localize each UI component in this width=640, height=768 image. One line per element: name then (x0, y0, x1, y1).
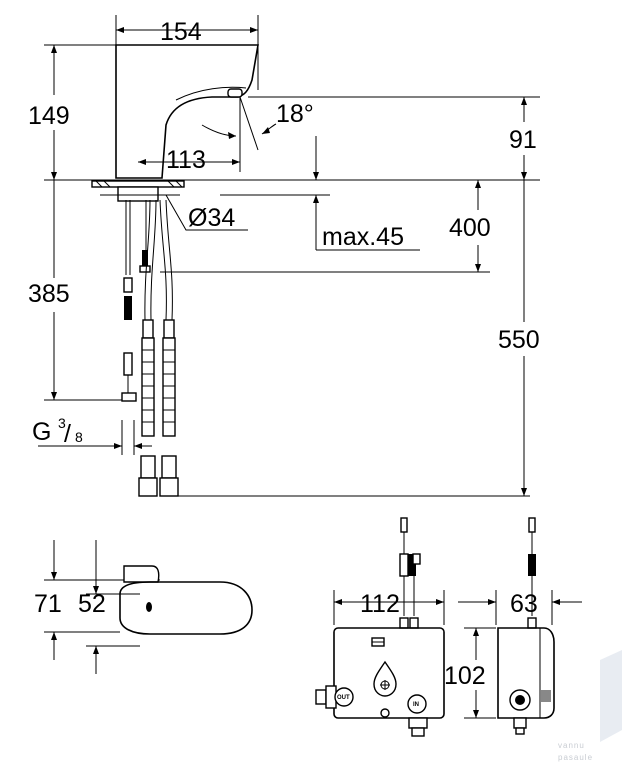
port-out (334, 687, 354, 707)
port-out-label: OUT (337, 695, 350, 701)
dim-angle-18: 18° (276, 100, 314, 128)
dim-52: 52 (78, 590, 106, 618)
thread-numerator: 3 (58, 415, 66, 431)
dim-diameter-34: Ø34 (188, 204, 235, 232)
dim-71: 71 (34, 590, 62, 618)
dim-149: 149 (28, 102, 70, 130)
watermark: vannu pasaule (558, 650, 622, 762)
faucet-front-view: 71 52 (34, 540, 253, 674)
dim-91: 91 (509, 126, 537, 154)
dim-385: 385 (28, 280, 70, 308)
svg-text:/: / (64, 420, 71, 448)
supply-hoses (121, 199, 179, 497)
control-box-side: 63 102 (444, 517, 582, 735)
control-box-front: 112 OUT IN (315, 517, 445, 737)
control-box-body (333, 627, 445, 719)
faucet-body (115, 44, 259, 179)
svg-text:pasaule: pasaule (558, 753, 593, 762)
thread-denominator: 8 (75, 429, 83, 445)
dim-154: 154 (160, 18, 202, 46)
port-in (407, 694, 427, 714)
dim-550: 550 (498, 326, 540, 354)
dim-102: 102 (444, 662, 486, 690)
svg-text:vannu: vannu (558, 741, 585, 750)
water-drop-icon (373, 660, 397, 697)
faucet-side-view: 154 149 113 18° 91 (28, 15, 540, 497)
dim-max-45: max.45 (322, 223, 404, 251)
thread-label: G (32, 418, 51, 446)
dim-113: 113 (166, 146, 206, 174)
spout-outlet (227, 88, 243, 98)
control-box-side-body (497, 627, 555, 719)
port-in-label: IN (413, 702, 419, 708)
faucet-front-body (123, 565, 160, 583)
dim-63: 63 (510, 590, 538, 618)
dim-112: 112 (360, 590, 400, 618)
dim-400: 400 (449, 214, 491, 242)
